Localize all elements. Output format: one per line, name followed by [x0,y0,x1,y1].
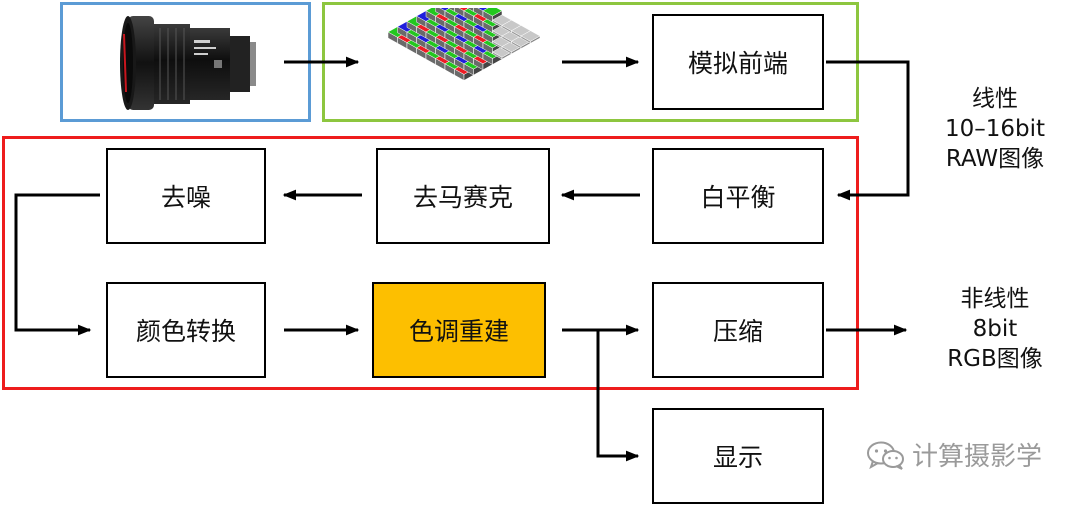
output-label-line-3: RGB图像 [947,346,1043,372]
tone-reconstruction-box: 色调重建 [372,282,546,378]
demosaic-box: 去马赛克 [376,148,550,244]
white-balance-box: 白平衡 [652,148,824,244]
watermark-text: 计算摄影学 [912,442,1043,472]
raw-image-label: 线性 10–16bit RAW图像 [928,84,1062,174]
wechat-icon [867,441,904,470]
raw-label-line-1: 线性 [972,86,1018,112]
output-image-label: 非线性 8bit RGB图像 [928,284,1062,374]
bayer-filter-icon [387,8,540,81]
raw-label-line-3: RAW图像 [945,146,1045,172]
display-box: 显示 [652,408,824,504]
isp-region-frame [2,136,859,390]
denoise-box: 去噪 [106,148,266,244]
watermark: 计算摄影学 [866,436,1042,473]
arrow-afe-to-white-balance [826,60,910,201]
color-transform-box: 颜色转换 [106,282,266,378]
arrow-tone-to-display [596,330,640,462]
camera-lens-image [120,16,256,110]
analog-front-end-box: 模拟前端 [652,14,824,110]
output-label-line-1: 非线性 [960,286,1030,312]
arrow-denoise-to-color-transform [14,193,100,336]
output-label-line-2: 8bit [972,316,1018,342]
compression-box: 压缩 [652,282,824,378]
raw-label-line-2: 10–16bit [944,116,1046,142]
